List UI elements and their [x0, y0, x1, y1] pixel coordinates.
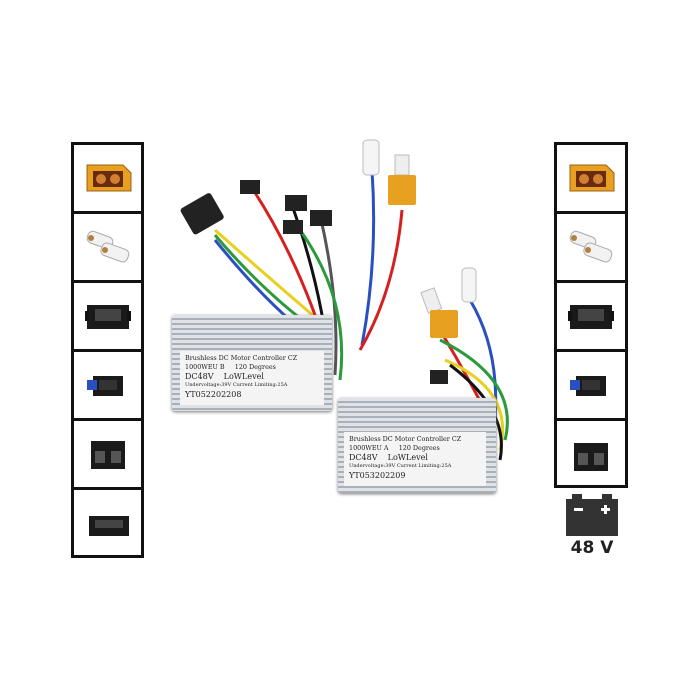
controller-2-label: Brushless DC Motor Controller CZ 1000WEU… [344, 432, 486, 486]
sm-connector-4pin-icon [557, 421, 625, 490]
label-title: Brushless DC Motor Controller CZ [185, 354, 298, 362]
degrees: 120 Degrees [398, 444, 440, 452]
sensor-connector-icon [74, 352, 141, 421]
sm-connector-4pin-icon [74, 421, 141, 490]
voltage: DC48V [349, 453, 378, 462]
wire-blue [360, 169, 376, 346]
battery-icon [566, 494, 618, 536]
controller-1: Brushless DC Motor Controller CZ 1000WEU… [172, 315, 332, 411]
controller-2: Brushless DC Motor Controller CZ 1000WEU… [338, 398, 496, 493]
hall-connector-6pin-icon [557, 283, 625, 352]
xt60-connector-icon [557, 145, 625, 214]
limits: Undervoltage:39V Current Limiting:25A [185, 382, 288, 388]
voltage: DC48V [185, 372, 214, 381]
left-connector-column [71, 142, 144, 558]
serial-number: YT053202209 [349, 471, 406, 480]
hall-connector-6pin-icon [74, 283, 141, 352]
bullet-connector-icon [557, 214, 625, 283]
right-connector-column [554, 142, 628, 488]
degrees: 120 Degrees [234, 363, 276, 371]
serial-number: YT052202208 [185, 390, 242, 399]
sm-connector-3pin-icon [74, 490, 141, 559]
model: 1000WEU A [349, 444, 389, 452]
sensor-connector-icon [557, 352, 625, 421]
wire-red [358, 209, 404, 351]
battery-voltage: 48 V [570, 538, 614, 558]
limits: Undervoltage:39V Current Limiting:25A [349, 463, 452, 469]
xt60-connector-icon [74, 145, 141, 214]
bullet-connector [362, 139, 380, 176]
xt60-connector [388, 175, 416, 205]
level: LoWLevel [387, 453, 428, 462]
label-title: Brushless DC Motor Controller CZ [349, 435, 462, 443]
controller-1-label: Brushless DC Motor Controller CZ 1000WEU… [180, 351, 324, 405]
level: LoWLevel [223, 372, 264, 381]
hall-connector [180, 193, 224, 235]
model: 1000WEU B [185, 363, 225, 371]
bullet-connector-icon [74, 214, 141, 283]
